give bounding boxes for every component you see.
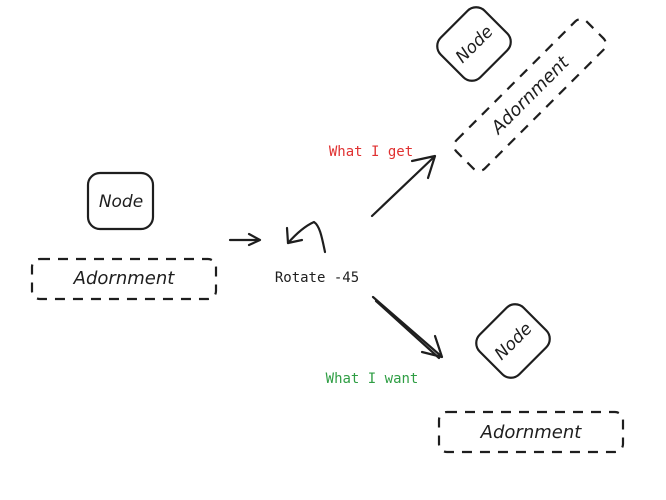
expected-adornment-label: Adornment <box>480 422 583 443</box>
rotate-arrow-head <box>285 226 304 245</box>
expected-caption: What I want <box>326 371 419 387</box>
source-adornment[interactable]: Adornment <box>30 257 218 301</box>
actual-arrow-head <box>410 154 437 180</box>
input-arrow-head <box>247 232 262 247</box>
source-node-label: Node <box>99 192 143 212</box>
expected-node[interactable]: Node <box>471 299 554 382</box>
expected-node-box <box>475 303 551 379</box>
expected-node-label: Node <box>491 319 537 365</box>
source-node[interactable]: Node <box>86 171 155 231</box>
operation-label: Rotate -45 <box>275 270 359 286</box>
input-arrow <box>228 232 262 247</box>
expected-arrow-line <box>371 295 443 358</box>
expected-arrow-line-sketch <box>374 299 441 360</box>
actual-node-box <box>436 6 512 82</box>
expected-arrow-head <box>420 334 444 359</box>
expected-adornment[interactable]: Adornment <box>437 410 625 454</box>
source-adornment-label: Adornment <box>73 268 176 289</box>
actual-adornment-label: Adornment <box>487 52 574 139</box>
expected-arrow <box>371 295 444 360</box>
actual-arrow-line <box>370 155 436 218</box>
source-node-box <box>86 171 155 231</box>
actual-node[interactable]: Node <box>432 2 515 85</box>
actual-caption: What I get <box>329 144 413 160</box>
actual-node-label: Node <box>452 22 498 68</box>
rotate-arc <box>286 220 327 254</box>
actual-arrow <box>370 154 437 218</box>
rotate-icon <box>285 220 327 254</box>
